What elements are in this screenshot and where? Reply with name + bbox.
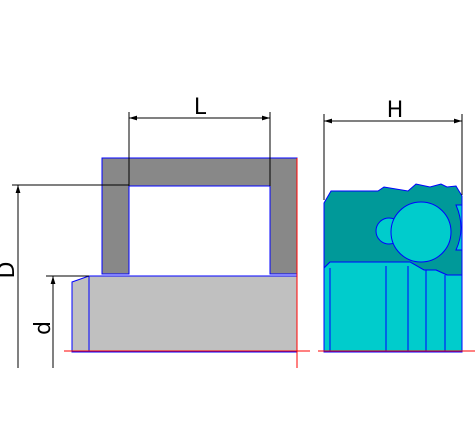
dimension-label-h: H (387, 98, 404, 123)
housing-groove (101, 157, 298, 275)
seal-lower-body (323, 261, 463, 353)
dimension-label-d-outer: D (0, 262, 20, 279)
dimension-label-l: L (194, 95, 207, 120)
seal-oring-large (390, 201, 452, 263)
housing-view (64, 157, 310, 368)
seal-section-view (318, 183, 475, 353)
dimension-label-d-inner: d (31, 321, 56, 335)
dimension-height: H (323, 98, 463, 200)
dimension-length: L (128, 95, 271, 186)
dimension-outer-diameter: D (0, 184, 129, 368)
seal-heel-notch (455, 204, 463, 251)
shaft-body (71, 275, 298, 353)
dimension-inner-diameter: d (31, 275, 89, 368)
